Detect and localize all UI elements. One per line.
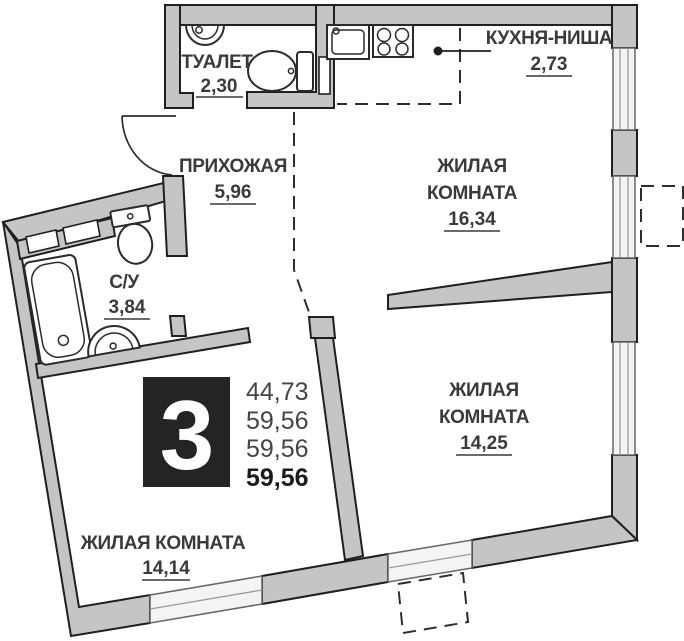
kitchen-sink-icon: [326, 24, 370, 60]
living-2-name-line-2: КОМНАТА: [439, 407, 530, 428]
bathtub-icon: [23, 254, 93, 366]
living-3-name: ЖИЛАЯ КОМНАТА: [80, 533, 246, 554]
living-3-area: 14,14: [142, 558, 190, 579]
unit-rooms-count: 3: [160, 380, 215, 490]
kitchen-dashed-boundary: [337, 28, 461, 105]
central-dashed-line: [293, 112, 311, 316]
shelf-niche-2: [62, 219, 101, 245]
area-row-1: 44,73: [246, 378, 309, 406]
label-living-3: ЖИЛАЯ КОМНАТА 14,14: [80, 533, 246, 581]
bathroom-area: 3,84: [109, 297, 146, 318]
living-1-area: 16,34: [448, 209, 496, 230]
wall-right-pier-1: [611, 129, 638, 177]
balcony-dashed-right: [640, 185, 684, 247]
toilet-area: 2,30: [201, 76, 238, 97]
wall-right-pier-2: [611, 257, 638, 343]
wall-living-divider: [387, 260, 613, 311]
wall-top: [164, 4, 638, 26]
shelf-niche-1: [25, 229, 60, 254]
hallway-name: ПРИХОЖАЯ: [179, 156, 287, 177]
balcony-dashed-bottom: [396, 571, 470, 635]
wall-toilet-right-bottom: [246, 4, 335, 109]
window-bottom-2: [387, 539, 473, 583]
toilet-name: ТУАЛЕТ: [181, 52, 253, 73]
wall-hallway-left: [161, 175, 189, 257]
bathroom-sink-icon: [87, 324, 141, 358]
window-right-2: [612, 175, 636, 259]
label-hallway: ПРИХОЖАЯ 5,96: [179, 156, 287, 205]
living-2-area: 14,25: [460, 433, 508, 454]
wall-central: [313, 337, 365, 562]
window-bottom-1: [149, 575, 263, 624]
living-1-name-line-1: ЖИЛАЯ: [436, 156, 507, 177]
wall-bottom-right: [471, 514, 640, 570]
window-right-3: [612, 341, 636, 456]
toilet-sink-icon: [184, 24, 226, 46]
hallway-area: 5,96: [215, 182, 252, 203]
duct-niche: [318, 56, 331, 95]
label-living-2: ЖИЛАЯ КОМНАТА 14,25: [439, 380, 530, 456]
unit-badge: [143, 377, 230, 487]
label-living-1: ЖИЛАЯ КОМНАТА 16,34: [427, 156, 518, 232]
bathroom-wc-icon: [109, 204, 154, 265]
kitchen-name: КУХНЯ-НИША: [486, 28, 613, 49]
living-2-name-line-1: ЖИЛАЯ: [448, 380, 519, 401]
area-row-3: 59,56: [246, 435, 309, 463]
label-bathroom: С/У 3,84: [104, 272, 150, 320]
wall-right-top-corner: [611, 4, 638, 49]
kitchen-area: 2,73: [531, 54, 568, 75]
toilet-wc-icon: [247, 50, 314, 92]
bathroom-name: С/У: [109, 272, 139, 293]
wall-bathroom-door-jamb: [168, 315, 188, 337]
wall-central-stub: [307, 316, 337, 339]
wall-bottom-mid: [261, 552, 389, 606]
window-right-1: [612, 47, 636, 131]
label-toilet: ТУАЛЕТ 2,30: [181, 52, 254, 98]
living-1-name-line-2: КОМНАТА: [427, 183, 518, 204]
entrance-door-arc: [121, 115, 173, 176]
wall-toilet-left-stub: [164, 4, 194, 109]
label-kitchen-niche: КУХНЯ-НИША 2,73: [486, 28, 613, 77]
area-total: 59,56: [246, 464, 309, 492]
wall-under-bathroom: [34, 326, 252, 380]
kitchen-stove-icon: [372, 24, 414, 58]
area-row-2: 59,56: [246, 407, 309, 435]
